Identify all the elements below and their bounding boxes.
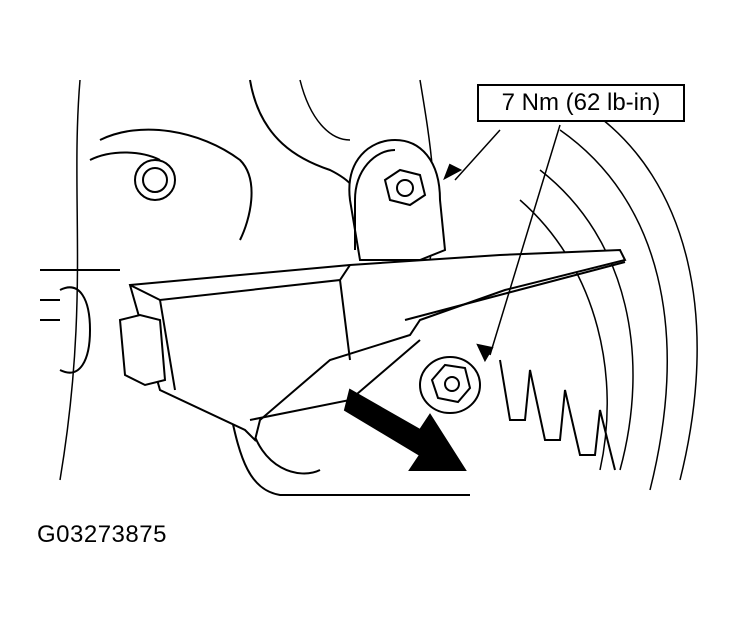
- figure-id: G03273875: [37, 521, 167, 548]
- crankshaft-sensor-illustration: [40, 79, 698, 496]
- torque-callout-label: 7 Nm (62 lb-in): [477, 84, 685, 122]
